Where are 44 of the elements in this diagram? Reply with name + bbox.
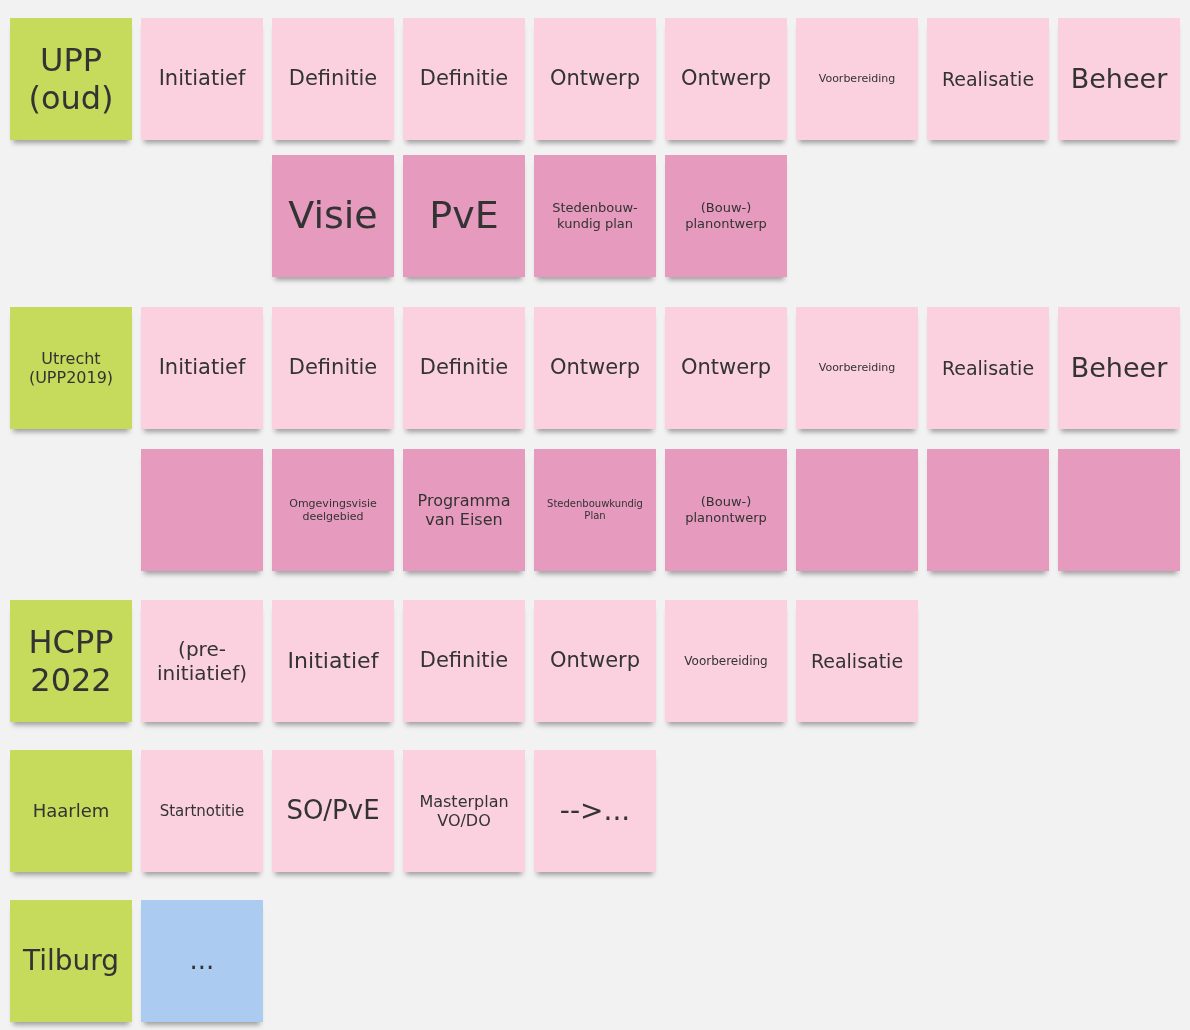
sticky-note: Stedenbouwkundig Plan [534,449,656,571]
sticky-note: Omgevingsvisie deelgebied [272,449,394,571]
sticky-note: (Bouw-) planontwerp [665,155,787,277]
sticky-note: (pre-initiatief) [141,600,263,722]
sticky-note [796,449,918,571]
sticky-note: Startnotitie [141,750,263,872]
sticky-note: Ontwerp [534,18,656,140]
sticky-note: -->... [534,750,656,872]
sticky-note: Utrecht (UPP2019) [10,307,132,429]
sticky-note: Voorbereiding [796,307,918,429]
sticky-note [927,449,1049,571]
sticky-note: Initiatief [141,18,263,140]
sticky-note: ... [141,900,263,1022]
sticky-note: Definitie [272,307,394,429]
sticky-note: UPP (oud) [10,18,132,140]
sticky-note: Ontwerp [665,18,787,140]
sticky-note: (Bouw-) planontwerp [665,449,787,571]
sticky-note: Voorbereiding [796,18,918,140]
sticky-note: Voorbereiding [665,600,787,722]
sticky-note: Initiatief [141,307,263,429]
sticky-note: Definitie [403,600,525,722]
sticky-note: Stedenbouw-kundig plan [534,155,656,277]
sticky-note: Ontwerp [665,307,787,429]
sticky-note: Programma van Eisen [403,449,525,571]
sticky-note: Initiatief [272,600,394,722]
sticky-note: Ontwerp [534,600,656,722]
sticky-note: Realisatie [927,18,1049,140]
sticky-note: SO/PvE [272,750,394,872]
sticky-note: Tilburg [10,900,132,1022]
sticky-note: Masterplan VO/DO [403,750,525,872]
sticky-note [141,449,263,571]
sticky-note: Visie [272,155,394,277]
sticky-note: HCPP 2022 [10,600,132,722]
sticky-note [1058,449,1180,571]
sticky-note: PvE [403,155,525,277]
sticky-note: Definitie [272,18,394,140]
sticky-note: Beheer [1058,18,1180,140]
sticky-note: Beheer [1058,307,1180,429]
sticky-note: Haarlem [10,750,132,872]
sticky-note: Ontwerp [534,307,656,429]
sticky-note: Definitie [403,18,525,140]
sticky-note: Definitie [403,307,525,429]
sticky-note: Realisatie [927,307,1049,429]
sticky-note: Realisatie [796,600,918,722]
